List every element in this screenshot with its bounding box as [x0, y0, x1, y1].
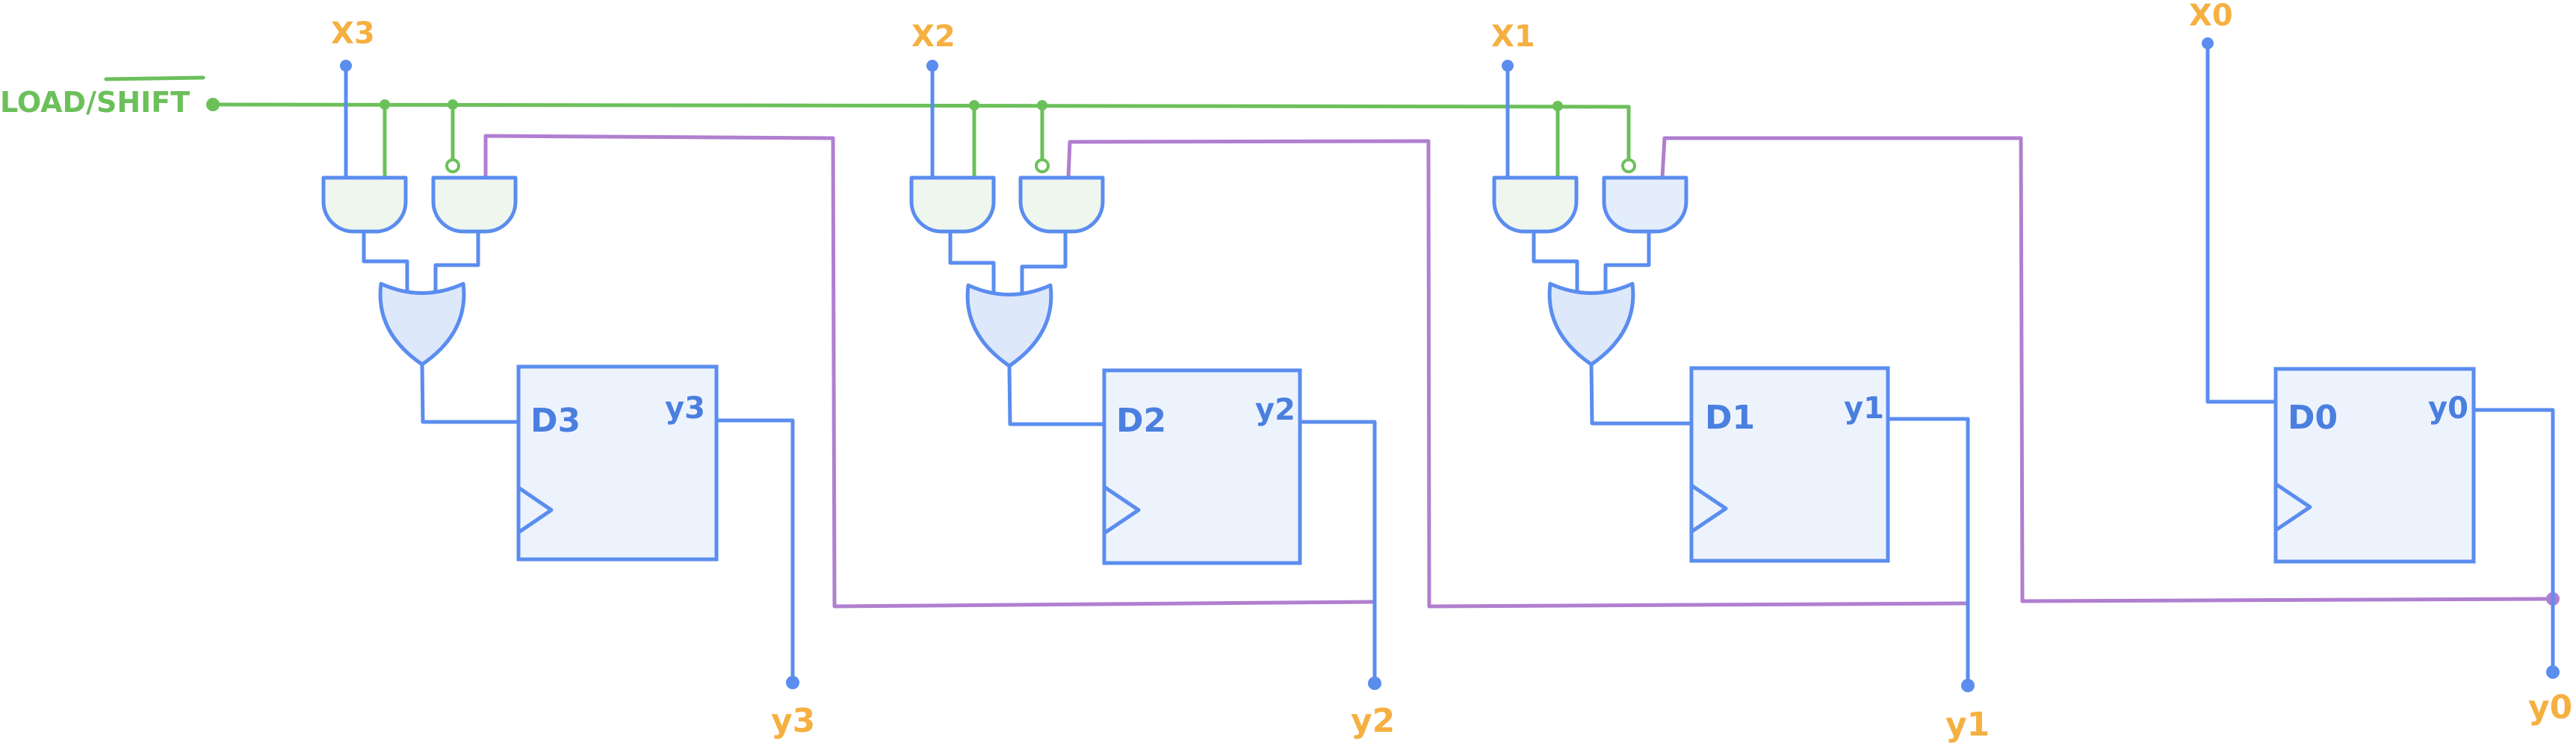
control-line: [206, 98, 1631, 180]
clock-triangle: [1689, 483, 1728, 534]
ff-q-label: y2: [1255, 393, 1295, 427]
ff-d-label: D3: [530, 402, 580, 440]
d-flip-flop: [1102, 368, 1302, 565]
ff-q-label: y1: [1844, 391, 1884, 426]
input-label-x0: X0: [2189, 0, 2233, 33]
output-label-y2: y2: [1351, 702, 1395, 740]
ff-d-label: D0: [2288, 399, 2338, 437]
ff-q-label: y3: [665, 391, 705, 426]
inverter-bubble: [445, 158, 460, 173]
clock-triangle: [2273, 482, 2312, 532]
stage-3: [321, 60, 799, 689]
ff-q-label: y0: [2428, 391, 2468, 426]
and-gate: [909, 175, 996, 234]
output-label-y1: y1: [1945, 706, 1990, 744]
output-label-y3: y3: [771, 702, 815, 740]
or-gate: [378, 282, 466, 367]
load-shift-label: LOAD/SHIFT: [0, 86, 190, 119]
clock-triangle: [516, 485, 554, 535]
inverter-bubble: [1621, 158, 1636, 173]
shift-chain: [483, 134, 2560, 609]
input-label-x3: X3: [331, 16, 375, 51]
ff-d-label: D1: [1705, 399, 1755, 437]
d-flip-flop: [516, 364, 719, 562]
ff-d-label: D2: [1116, 402, 1166, 440]
inverter-bubble: [1035, 158, 1050, 173]
and-gate: [431, 175, 518, 234]
input-label-x1: X1: [1491, 19, 1535, 54]
d-flip-flop: [2273, 367, 2476, 564]
or-gate: [1547, 282, 1635, 367]
stage-2: [909, 60, 1381, 690]
d-flip-flop: [1689, 366, 1890, 563]
stage-1: [1492, 60, 1975, 692]
and-gate: [321, 175, 408, 234]
and-gate: [1018, 175, 1105, 234]
output-label-y0: y0: [2528, 689, 2572, 727]
and-gate: [1492, 175, 1579, 234]
or-gate: [965, 283, 1053, 368]
stage-0: [2202, 37, 2560, 679]
clock-triangle: [1102, 485, 1141, 535]
and-gate: [1602, 175, 1688, 234]
input-label-x2: X2: [911, 19, 956, 54]
